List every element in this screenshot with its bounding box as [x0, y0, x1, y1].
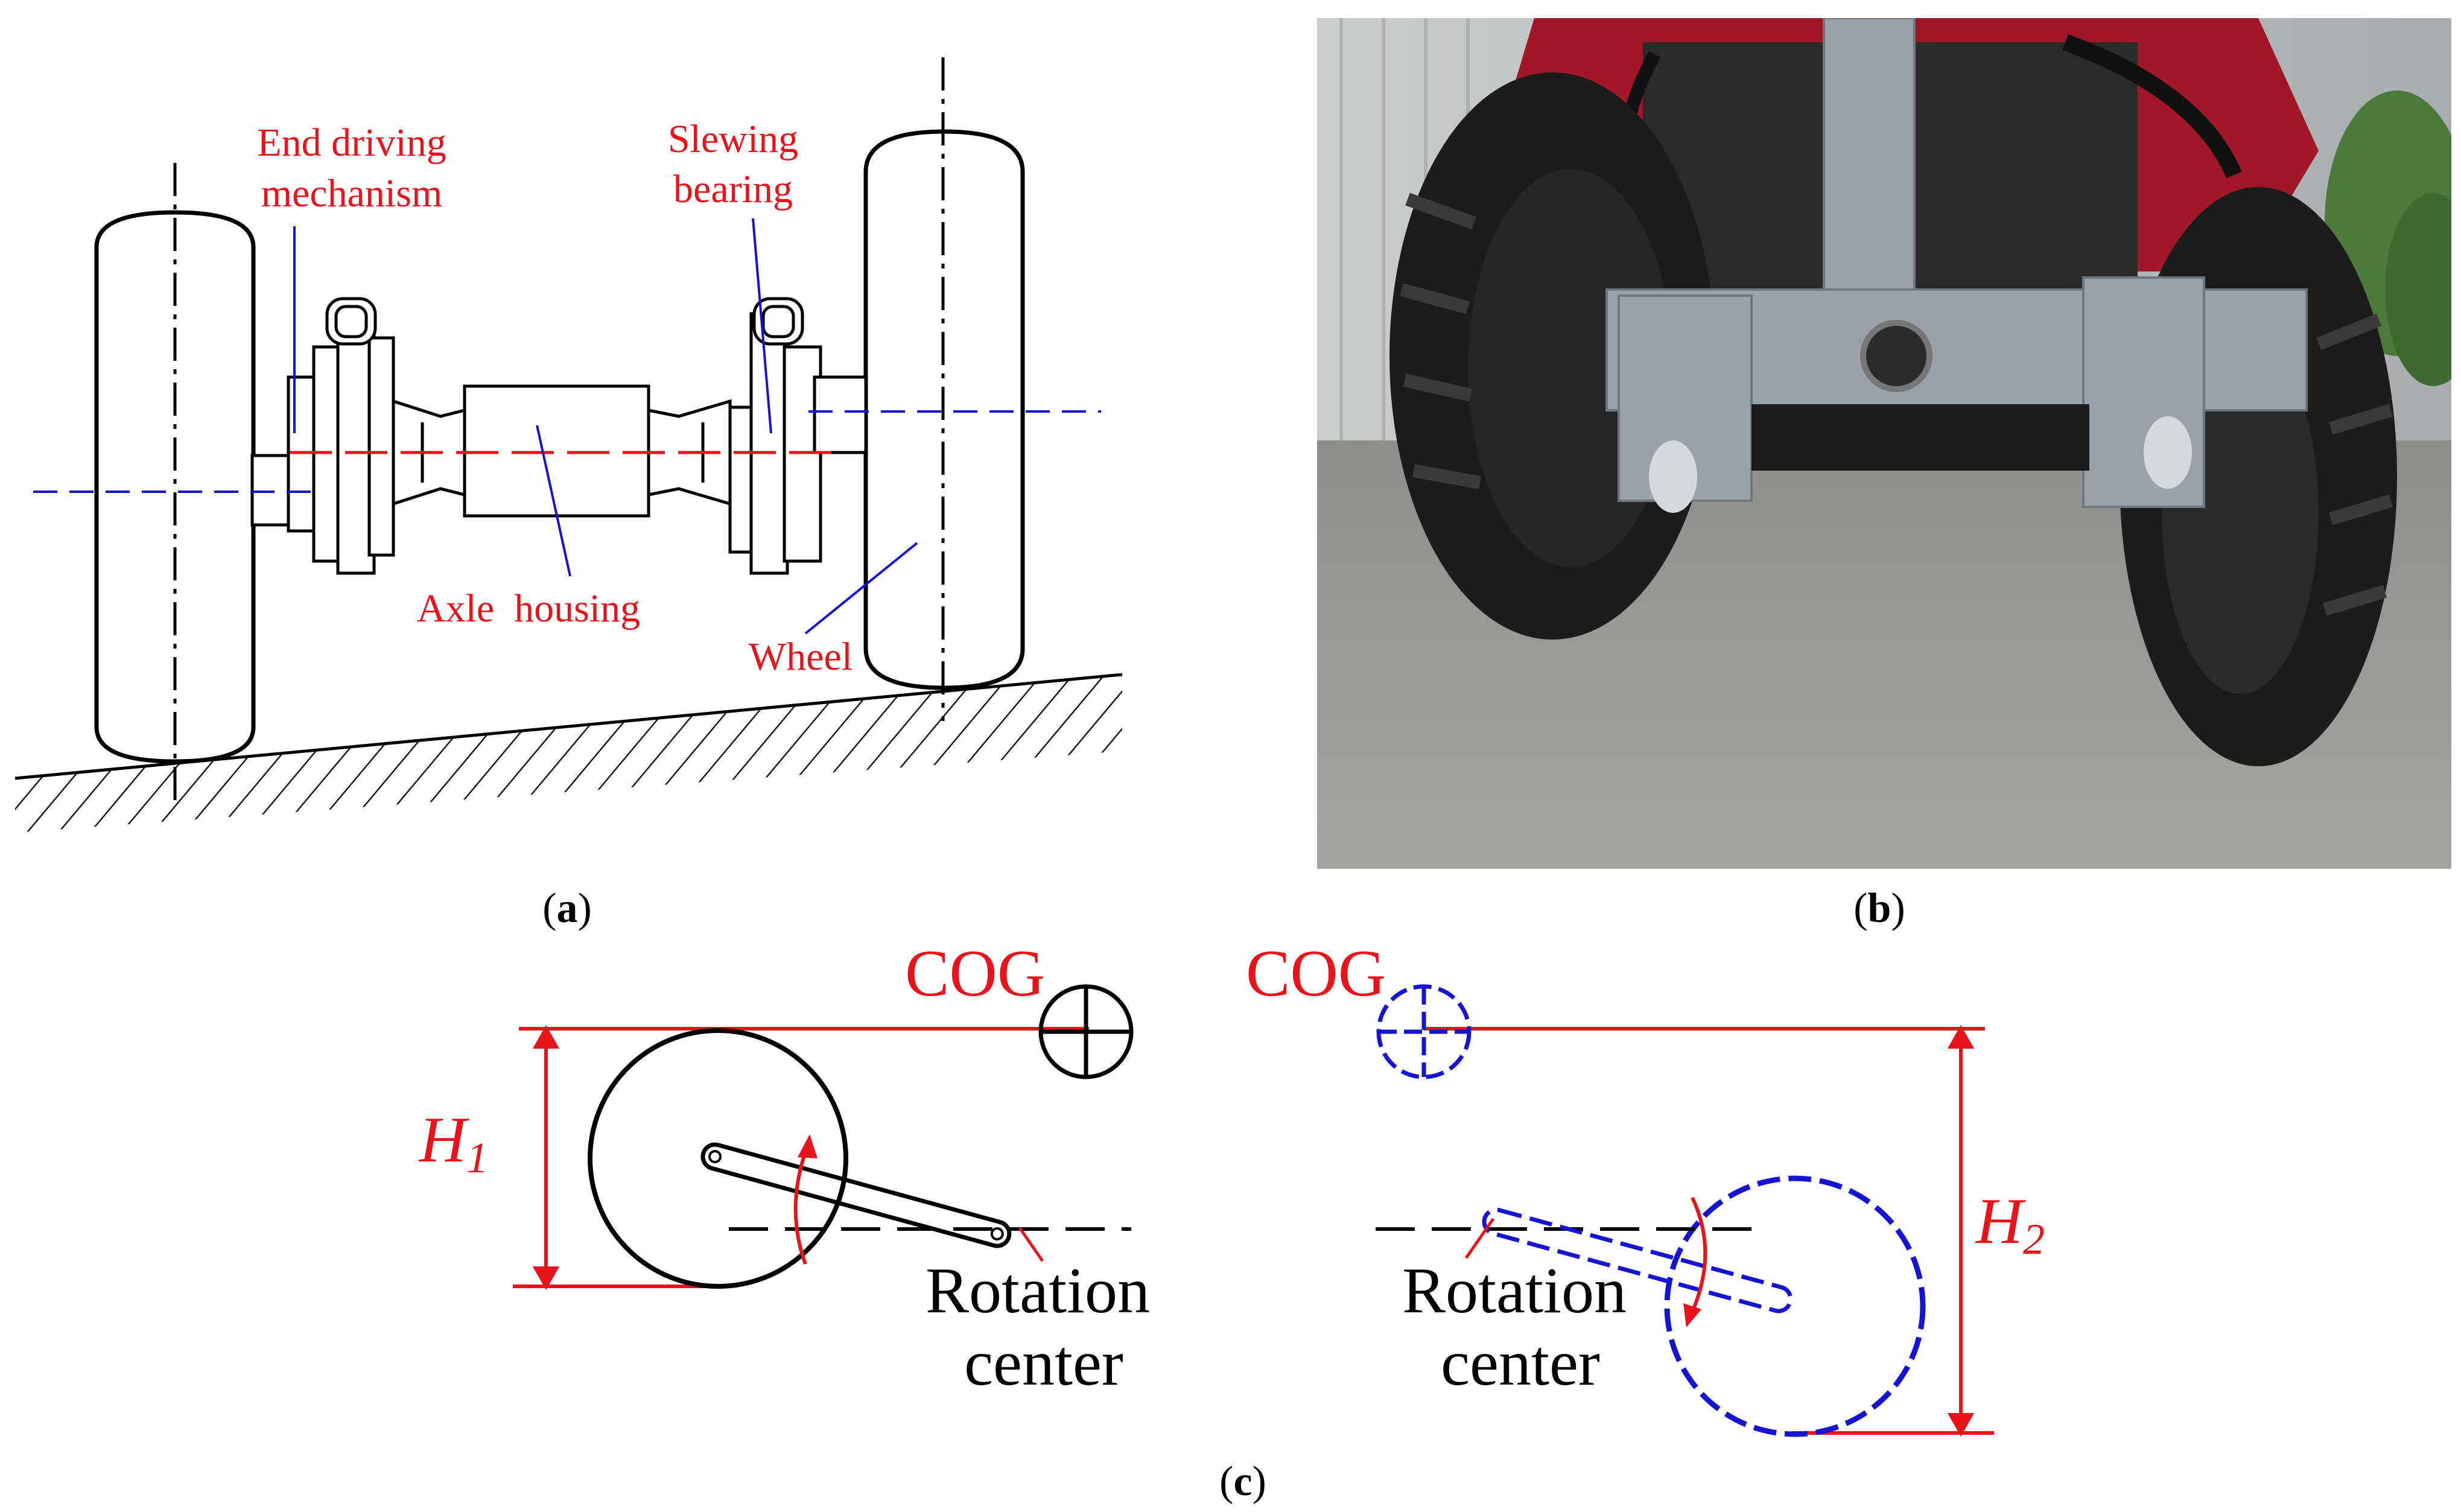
- cog-label-right: COG: [1246, 936, 1386, 1010]
- h1-label: H1: [418, 1104, 488, 1182]
- right-wheel: [863, 57, 1025, 721]
- gray-frame: [1605, 18, 2308, 508]
- wheel-circle-right: [1664, 1175, 1926, 1437]
- slewing-label-line2: bearing: [673, 167, 793, 211]
- axle-housing-label: Axle housing: [417, 586, 640, 631]
- rotation-center-leader-left: [1018, 1227, 1044, 1262]
- rotation-arrow-left: [793, 1142, 810, 1265]
- slewing-bearing-leader: [752, 218, 772, 434]
- axle-housing-leader: [536, 425, 571, 577]
- end-driving-label-line1: End driving: [257, 121, 446, 165]
- caption-a: (a): [542, 885, 592, 932]
- cog-symbol-left: [1038, 984, 1134, 1079]
- left-end-driving-mechanism: [250, 297, 395, 575]
- caption-b: (b): [1853, 885, 1905, 932]
- panel-c-left: COG H1 Rotation center: [418, 936, 1150, 1399]
- rotation-arrow-right: [1688, 1196, 1707, 1320]
- h1-dimension-arrow: [532, 1024, 560, 1291]
- cog-symbol-right: [1376, 984, 1472, 1079]
- slewing-label-line1: Slewing: [668, 117, 798, 161]
- axle-housing: [392, 384, 732, 518]
- rocker-arm-left: [700, 1142, 1012, 1248]
- wheel-leader: [804, 542, 918, 635]
- rotation-center-label-right-line2: center: [1441, 1327, 1600, 1399]
- caption-c: (c): [1219, 1458, 1266, 1505]
- rotation-center-label-left-line2: center: [964, 1327, 1123, 1399]
- panel-c-right: COG H2 Rotation center: [1246, 936, 2045, 1437]
- panel-a-diagram: End driving mechanism Slewing bearing Ax…: [14, 57, 1123, 932]
- cog-label-left: COG: [905, 936, 1045, 1010]
- h2-dimension-arrow: [1947, 1024, 1975, 1437]
- rocker-arm-right: [1482, 1207, 1793, 1313]
- panel-b-photo: (b): [1317, 18, 2451, 932]
- h2-label: H2: [1975, 1186, 2045, 1263]
- right-slewing-bearing: [728, 297, 868, 575]
- wheel-circle-left: [588, 1028, 848, 1289]
- end-driving-label-line2: mechanism: [261, 171, 443, 215]
- rotation-center-leader-right: [1464, 1218, 1495, 1259]
- rotation-center-label-left-line1: Rotation: [926, 1255, 1150, 1327]
- left-wheel: [94, 163, 256, 802]
- rotation-center-label-right-line1: Rotation: [1402, 1255, 1627, 1327]
- wheel-label: Wheel: [749, 635, 853, 679]
